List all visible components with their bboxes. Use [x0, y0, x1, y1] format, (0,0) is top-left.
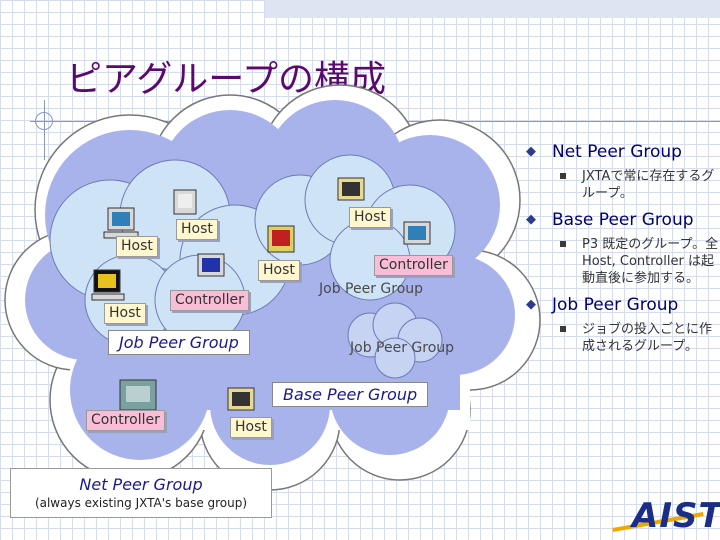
diamond-bullet-icon: ◆	[526, 144, 536, 159]
host-label-3: Host	[258, 260, 300, 281]
net-group-label: Net Peer Group	[79, 475, 203, 494]
job-cloud-2	[254, 154, 456, 301]
bullet-heading-text: Net Peer Group	[552, 142, 682, 162]
bullet-heading-1: ◆ Net Peer Group	[526, 142, 720, 162]
pc-icon-2	[173, 189, 197, 215]
pc-icon-1	[103, 207, 139, 239]
host-label-4: Host	[104, 303, 146, 324]
host-label-1: Host	[176, 219, 218, 240]
controller-label-3: Controller	[86, 410, 165, 431]
job-group-label-3: Job Peer Group	[350, 340, 455, 356]
bullet-sub-1: JXTAで常に存在するグループ。	[526, 168, 720, 202]
top-band	[265, 0, 720, 18]
bullet-sub-text: ジョブの投入ごとに作成されるグループ。	[582, 322, 713, 354]
job-group-label-2: Job Peer Group	[319, 281, 424, 297]
decor-circle	[35, 112, 53, 130]
net-group-note: (always existing JXTA's base group)	[34, 496, 248, 510]
pc-icon-4	[197, 253, 225, 277]
pc-icon-5	[267, 225, 295, 253]
job-cloud-3	[347, 302, 443, 379]
controller-label-2: Controller	[374, 255, 453, 276]
bullet-sub-2: P3 既定のグループ。全 Host, Controller は起動直後に参加する…	[526, 236, 720, 287]
square-bullet-icon	[560, 173, 566, 179]
title-rule-vertical	[44, 100, 45, 160]
net-group-box: Net Peer Group (always existing JXTA's b…	[10, 468, 272, 518]
logo-text: AIST	[632, 496, 720, 536]
base-group-label: Base Peer Group	[272, 382, 429, 407]
job-group-label-1: Job Peer Group	[108, 330, 250, 355]
bullet-heading-2: ◆ Base Peer Group	[526, 210, 720, 230]
pc-icon-8	[119, 379, 157, 411]
bullet-heading-3: ◆ Job Peer Group	[526, 295, 720, 315]
diamond-bullet-icon: ◆	[526, 297, 536, 312]
controller-label-1: Controller	[170, 290, 249, 311]
pc-icon-9	[227, 387, 255, 411]
bullet-sub-3: ジョブの投入ごとに作成されるグループ。	[526, 321, 720, 355]
bullet-heading-text: Base Peer Group	[552, 210, 694, 230]
square-bullet-icon	[560, 326, 566, 332]
bullet-sub-text: P3 既定のグループ。全 Host, Controller は起動直後に参加する…	[582, 237, 719, 286]
diamond-bullet-icon: ◆	[526, 212, 536, 227]
host-label-5: Host	[349, 207, 391, 228]
square-bullet-icon	[560, 241, 566, 247]
pc-icon-7	[403, 221, 431, 245]
pc-icon-3	[91, 269, 125, 301]
pc-icon-6	[337, 177, 365, 201]
host-label-6: Host	[230, 417, 272, 438]
host-label-2: Host	[116, 236, 158, 257]
bullet-list: ◆ Net Peer Group JXTAで常に存在するグループ。 ◆ Base P…	[526, 142, 720, 363]
bullet-heading-text: Job Peer Group	[552, 295, 679, 315]
aist-logo: AIST	[612, 492, 720, 536]
bullet-sub-text: JXTAで常に存在するグループ。	[582, 169, 715, 201]
